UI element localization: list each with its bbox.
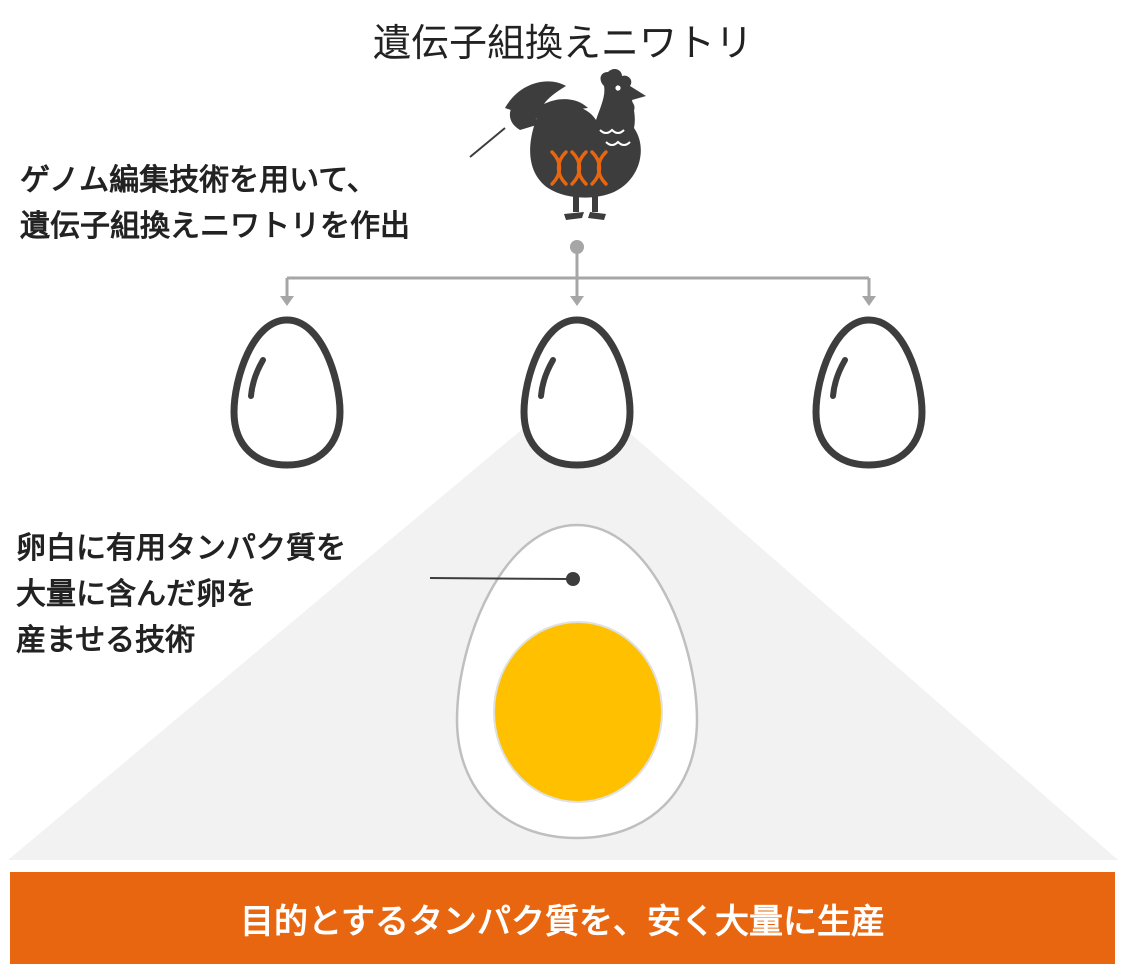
connector-dot [570,240,584,254]
egg-icon-left [230,316,344,469]
annotation-genome-editing: ゲノム編集技術を用いて、 遺伝子組換えニワトリを作出 [20,158,410,250]
annotation-line: 遺伝子組換えニワトリを作出 [20,209,410,244]
summary-banner: 目的とするタンパク質を、安く大量に生産 [10,872,1115,964]
leader-dot-middle [566,572,580,586]
leader-line-top [469,127,506,158]
annotation-line: 卵白に有用タンパク質を [16,531,346,566]
leader-line-middle [429,577,569,580]
dna-icon [550,150,608,186]
annotation-line: ゲノム編集技術を用いて、 [20,163,377,198]
egg-icon-right [812,316,926,469]
annotation-line: 産ませる技術 [16,623,196,658]
arrow-head-center [570,296,584,306]
arrow-head-right [862,296,876,306]
chicken-eye [615,85,621,91]
page-title: 遺伝子組換えニワトリ [373,21,754,65]
annotation-line: 大量に含んだ卵を [16,577,256,612]
egg-icon-center [520,316,634,469]
egg-cross-section [455,523,699,840]
chicken-chest-pattern [599,128,631,146]
annotation-egg-technology: 卵白に有用タンパク質を 大量に含んだ卵を 産ませる技術 [16,526,346,664]
banner-text: 目的とするタンパク質を、安く大量に生産 [240,901,885,942]
connector-lines [285,248,871,298]
egg-yolk [493,621,663,803]
arrow-head-left [280,296,294,306]
